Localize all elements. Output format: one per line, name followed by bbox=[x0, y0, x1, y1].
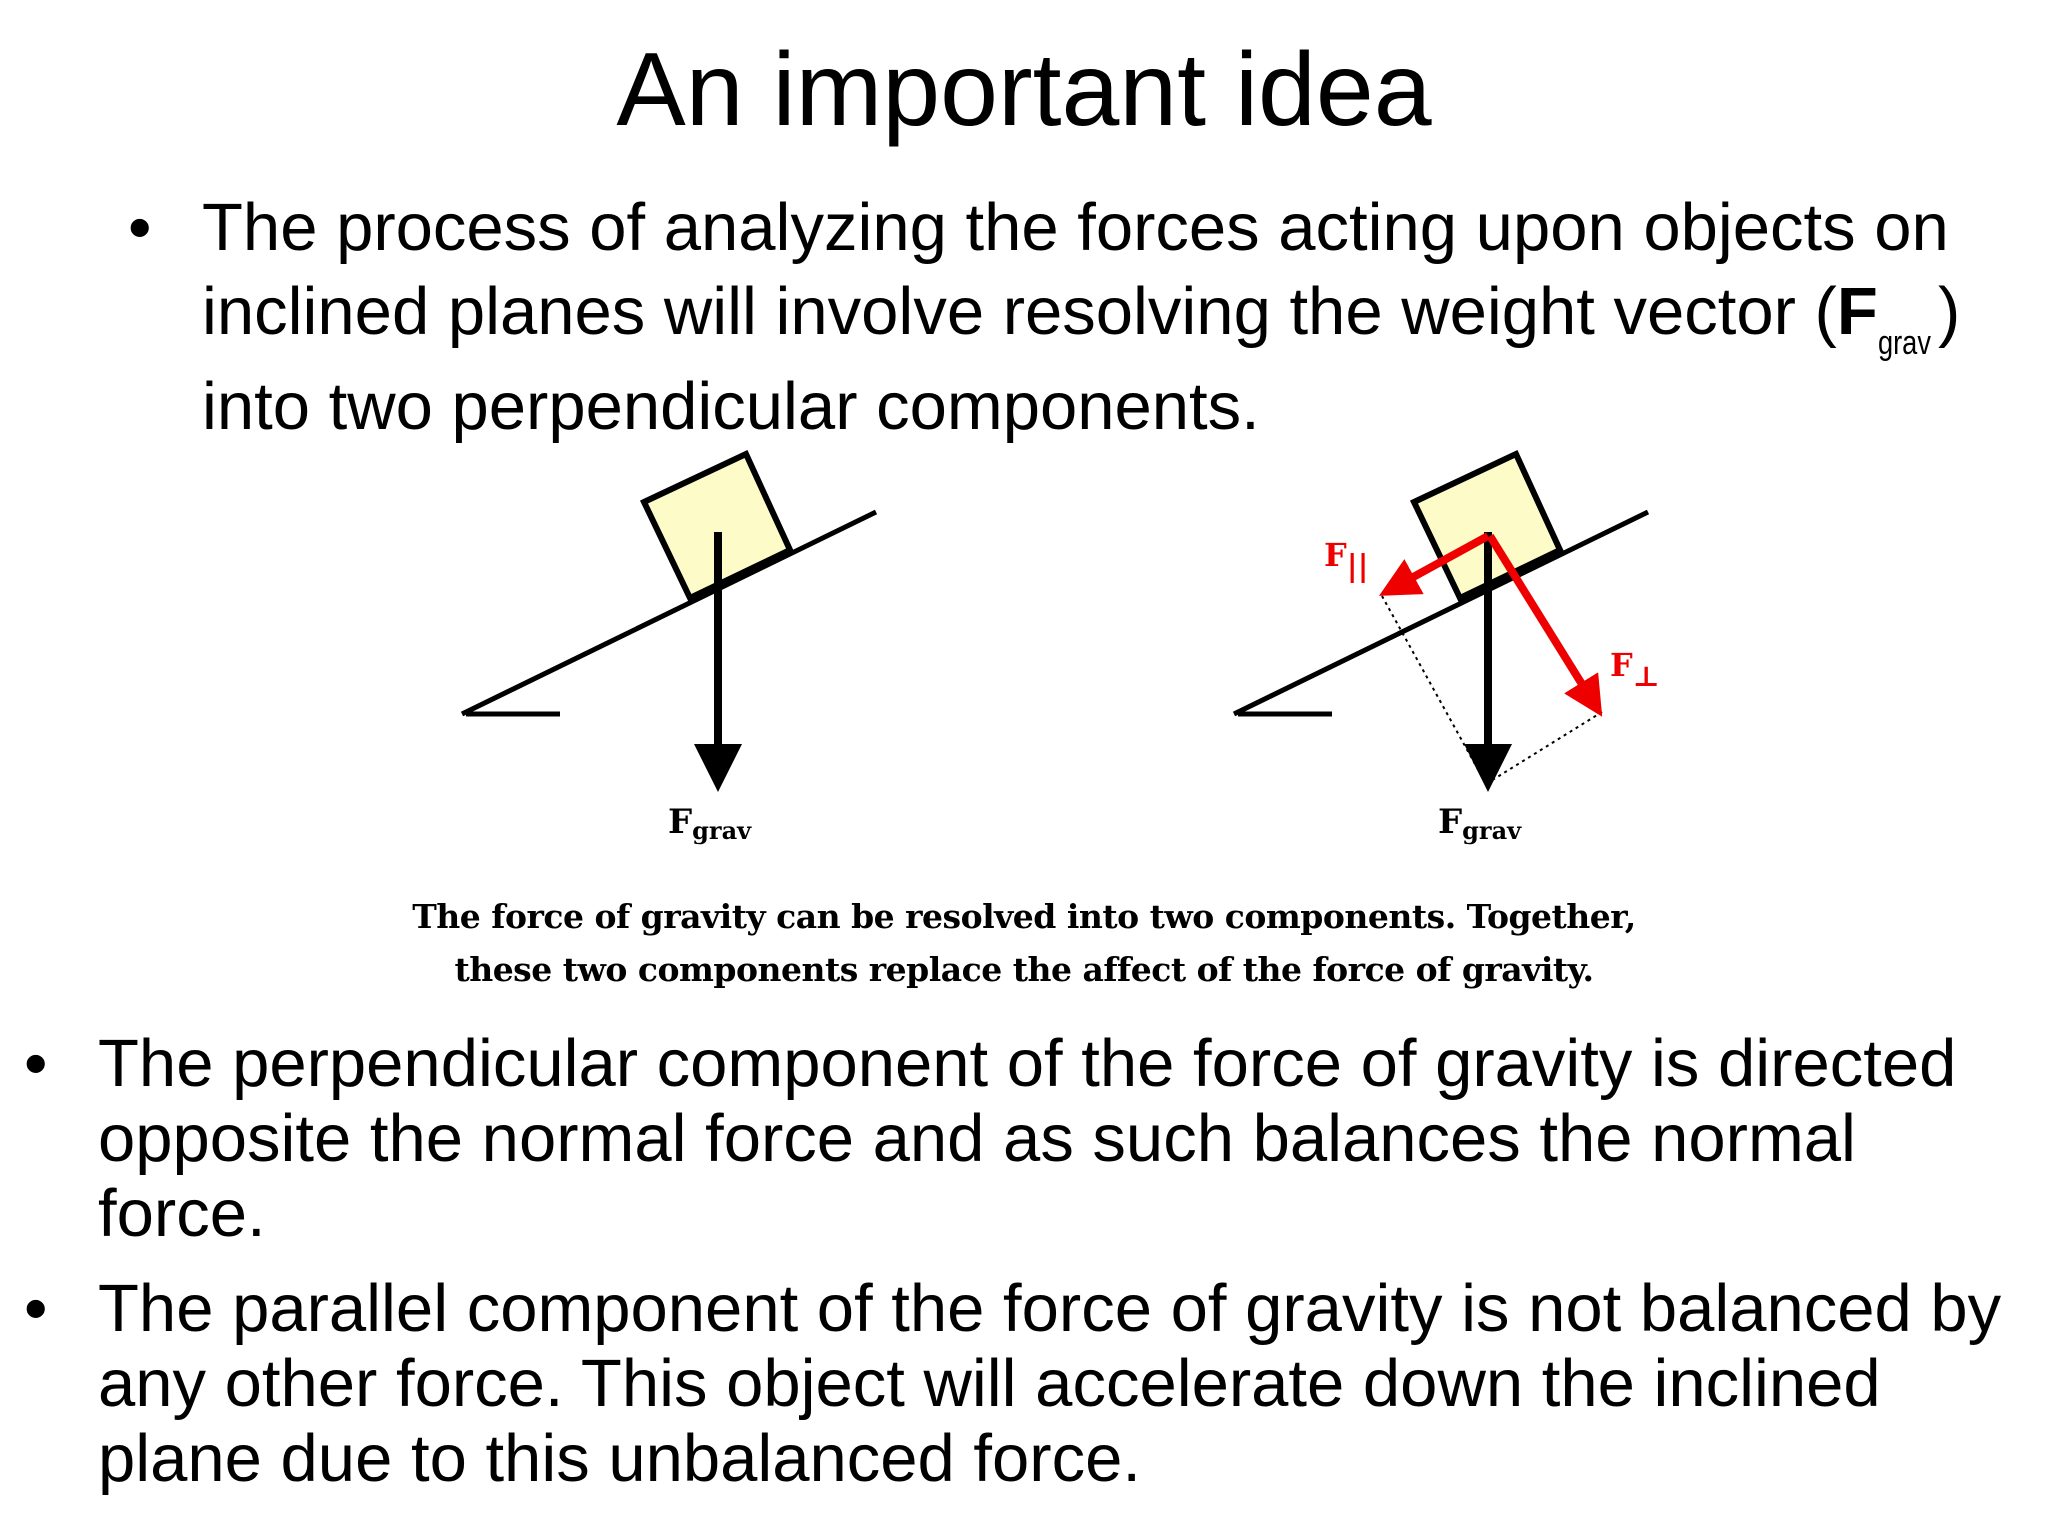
left-incline-surface bbox=[460, 509, 878, 717]
inclined-plane-diagram: Fgrav F|| F⊥ Fgrav bbox=[460, 449, 1660, 845]
perpendicular-component-arrow bbox=[1486, 533, 1603, 717]
parallelogram-dotted-right bbox=[1485, 711, 1603, 785]
caption-line-1: The force of gravity can be resolved int… bbox=[412, 897, 1636, 936]
bullet-1-text-after: ) into two perpendicular components. bbox=[202, 274, 1961, 444]
left-incline-diagram: Fgrav bbox=[460, 449, 878, 845]
parallel-component-arrow bbox=[1378, 532, 1490, 596]
right-incline-surface bbox=[1232, 509, 1650, 717]
bullet-point-2: • The perpendicular component of the for… bbox=[24, 1026, 2018, 1251]
diagram-caption: The force of gravity can be resolved int… bbox=[0, 890, 2048, 996]
slide-title: An important idea bbox=[616, 32, 1432, 148]
bullet-point-3: • The parallel component of the force of… bbox=[24, 1271, 2018, 1496]
bullet-marker: • bbox=[24, 1026, 48, 1101]
fgrav-subscript: grav bbox=[1877, 324, 1931, 362]
parallelogram-dotted-left bbox=[1381, 595, 1487, 785]
right-incline-diagram: F|| F⊥ Fgrav bbox=[1232, 449, 1660, 845]
left-block bbox=[639, 449, 794, 603]
bullet-point-1: • The process of analyzing the forces ac… bbox=[128, 186, 2002, 449]
bullet-3-text: The parallel component of the force of g… bbox=[98, 1271, 2002, 1496]
bullet-1-text-before: The process of analyzing the forces acti… bbox=[202, 190, 1949, 349]
right-block bbox=[1409, 449, 1564, 603]
bullet-2-text: The perpendicular component of the force… bbox=[98, 1026, 1957, 1251]
fgrav-symbol: F bbox=[1836, 274, 1878, 349]
parallel-component-label: F|| bbox=[1324, 536, 1369, 584]
left-fgrav-label: Fgrav bbox=[668, 802, 752, 845]
right-fgrav-label: Fgrav bbox=[1438, 802, 1522, 845]
bullet-marker: • bbox=[24, 1271, 48, 1346]
perpendicular-component-label: F⊥ bbox=[1610, 646, 1660, 693]
bullet-marker: • bbox=[128, 190, 152, 265]
caption-line-2: these two components replace the affect … bbox=[454, 950, 1594, 989]
